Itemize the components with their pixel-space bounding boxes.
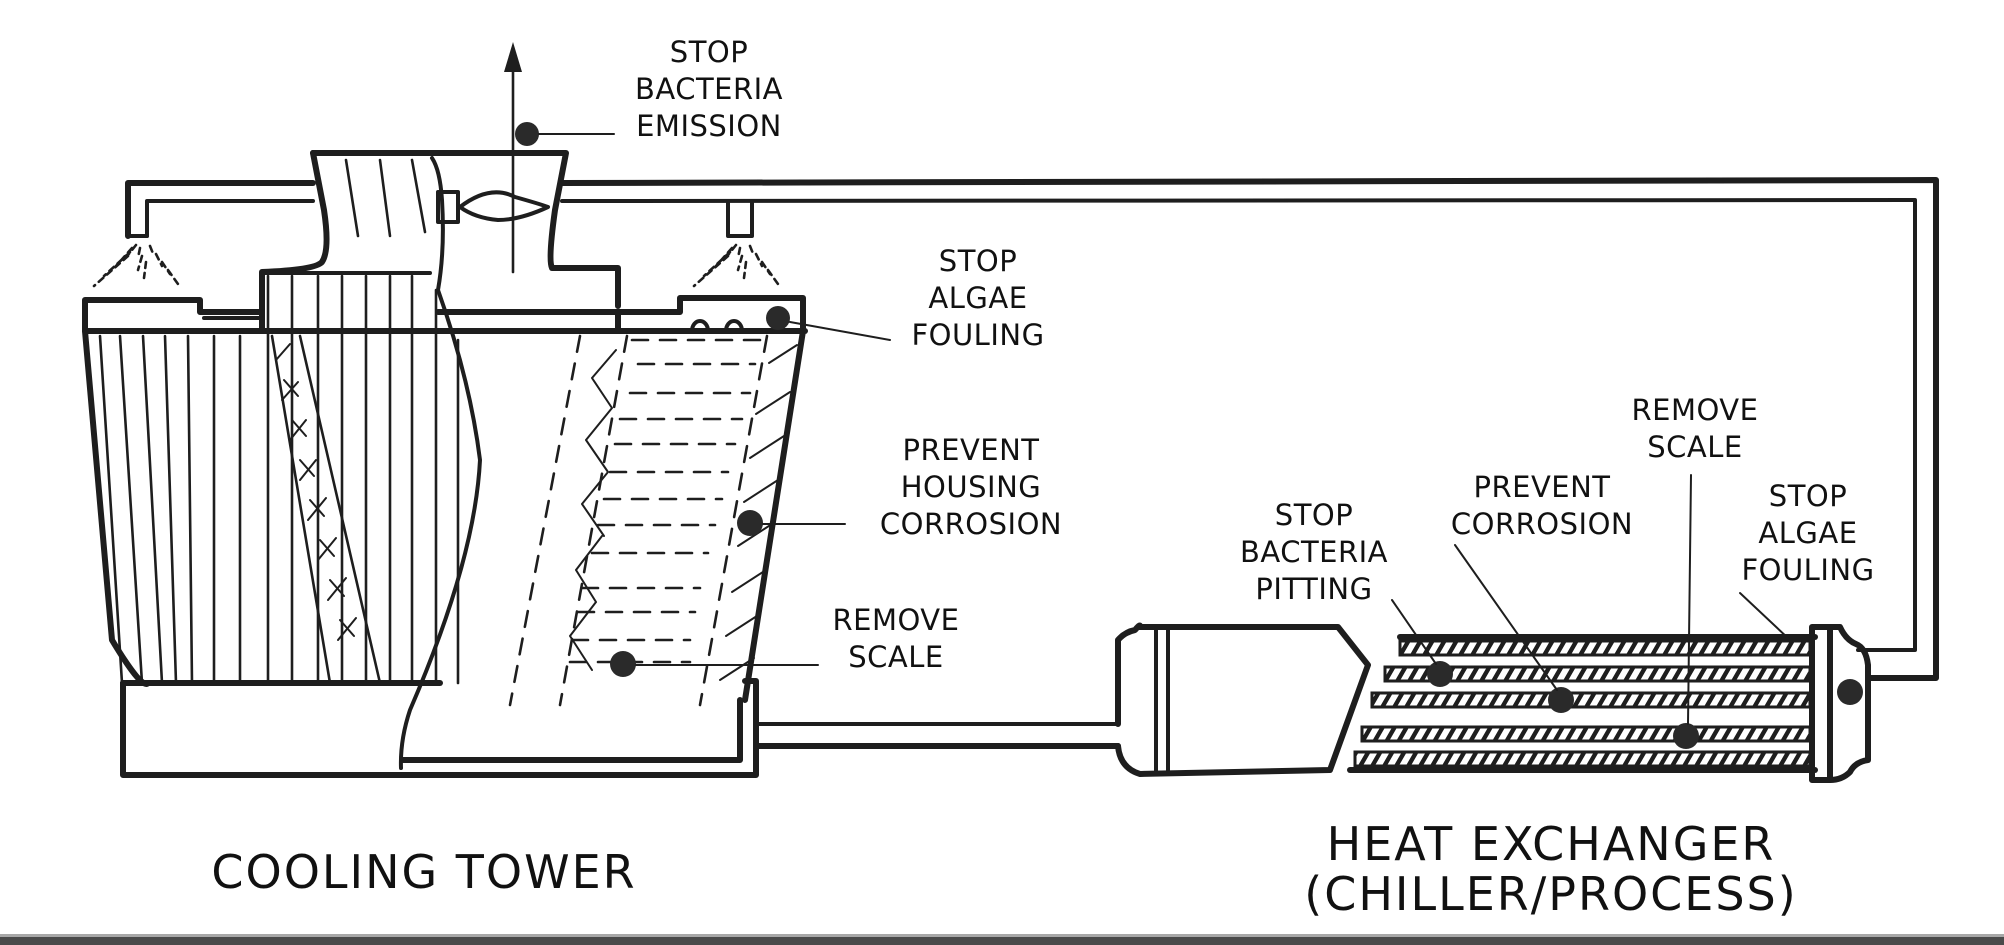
svg-text:STOP: STOP [1769, 479, 1847, 513]
svg-text:FOULING: FOULING [911, 318, 1044, 352]
label-bacteria-emission: STOP BACTERIA EMISSION [635, 35, 783, 143]
svg-text:CORROSION: CORROSION [880, 507, 1062, 541]
left-fill-slats [82, 274, 460, 687]
svg-text:BACTERIA: BACTERIA [1240, 535, 1388, 569]
marker-bacteria-emission [515, 122, 539, 146]
cooling-tower-title: COOLING TOWER [211, 845, 636, 899]
svg-text:PREVENT: PREVENT [902, 433, 1039, 467]
spray-nozzle-right-icon [692, 243, 780, 288]
svg-text:REMOVE: REMOVE [1632, 393, 1759, 427]
svg-text:PREVENT: PREVENT [1473, 470, 1610, 504]
label-hx-bacteria-pitting: STOP BACTERIA PITTING [1240, 498, 1388, 606]
cold-water-basin [120, 678, 759, 778]
label-hx-algae-fouling: STOP ALGAE FOULING [1741, 479, 1874, 587]
label-tower-algae-fouling: STOP ALGAE FOULING [911, 244, 1044, 352]
tower-shroud-curve [398, 156, 482, 770]
hot-water-deck [82, 271, 808, 334]
svg-text:STOP: STOP [1275, 498, 1353, 532]
marker-hx-corrosion [1548, 687, 1574, 713]
callout-leaders [515, 122, 1863, 749]
svg-text:HOUSING: HOUSING [901, 470, 1042, 504]
right-fill-section [508, 328, 806, 707]
exhaust-arrow-icon [504, 42, 522, 274]
svg-text:ALGAE: ALGAE [1758, 516, 1857, 550]
svg-text:FOULING: FOULING [1741, 553, 1874, 587]
svg-text:REMOVE: REMOVE [833, 603, 960, 637]
svg-text:SCALE: SCALE [848, 640, 943, 674]
label-tower-remove-scale: REMOVE SCALE [833, 603, 960, 674]
heat-exchanger-title: HEAT EXCHANGER [1327, 817, 1776, 871]
marker-hx-algae [1837, 679, 1863, 705]
marker-housing-corrosion [737, 510, 763, 536]
svg-text:SCALE: SCALE [1647, 430, 1742, 464]
spray-nozzle-left-icon [92, 243, 180, 288]
svg-text:BACTERIA: BACTERIA [635, 72, 783, 106]
svg-text:STOP: STOP [670, 35, 748, 69]
marker-tower-scale [610, 651, 636, 677]
label-hx-remove-scale: REMOVE SCALE [1632, 393, 1759, 464]
marker-hx-bacteria [1427, 661, 1453, 687]
marker-tower-algae [766, 306, 790, 330]
svg-text:ALGAE: ALGAE [928, 281, 1027, 315]
frame-bottom-border [0, 934, 2004, 945]
marker-hx-scale [1673, 723, 1699, 749]
return-piping [125, 177, 1939, 749]
label-housing-corrosion: PREVENT HOUSING CORROSION [880, 433, 1062, 541]
svg-text:PITTING: PITTING [1255, 572, 1372, 606]
svg-text:STOP: STOP [939, 244, 1017, 278]
svg-text:EMISSION: EMISSION [636, 109, 782, 143]
heat-exchanger [1115, 622, 1871, 783]
heat-exchanger-subtitle: (CHILLER/PROCESS) [1304, 867, 1797, 921]
fan-stack [259, 150, 621, 309]
label-hx-prevent-corrosion: PREVENT CORROSION [1451, 470, 1633, 541]
svg-text:CORROSION: CORROSION [1451, 507, 1633, 541]
cooling-tower [82, 42, 808, 778]
tube-bundle [1353, 639, 1812, 768]
fan-icon [436, 190, 550, 224]
